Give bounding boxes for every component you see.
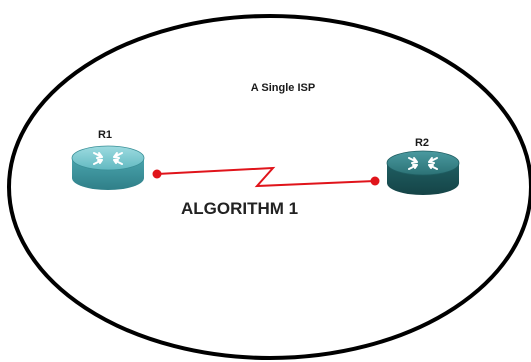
isp-label: A Single ISP <box>251 82 315 94</box>
router-icon <box>93 152 123 165</box>
router-r2-top <box>386 150 460 176</box>
isp-boundary <box>7 14 531 360</box>
link-endpoint-r1 <box>152 169 162 179</box>
link-label: ALGORITHM 1 <box>181 199 298 218</box>
router-r1-label: R1 <box>98 129 112 141</box>
link-endpoint-r2 <box>370 176 380 186</box>
router-icon <box>408 157 438 170</box>
router-r2-label: R2 <box>415 137 429 149</box>
router-r1[interactable]: R1 <box>71 129 145 190</box>
serial-link <box>156 166 376 188</box>
router-r1-top <box>71 145 145 171</box>
router-r2[interactable]: R2 <box>386 137 460 195</box>
